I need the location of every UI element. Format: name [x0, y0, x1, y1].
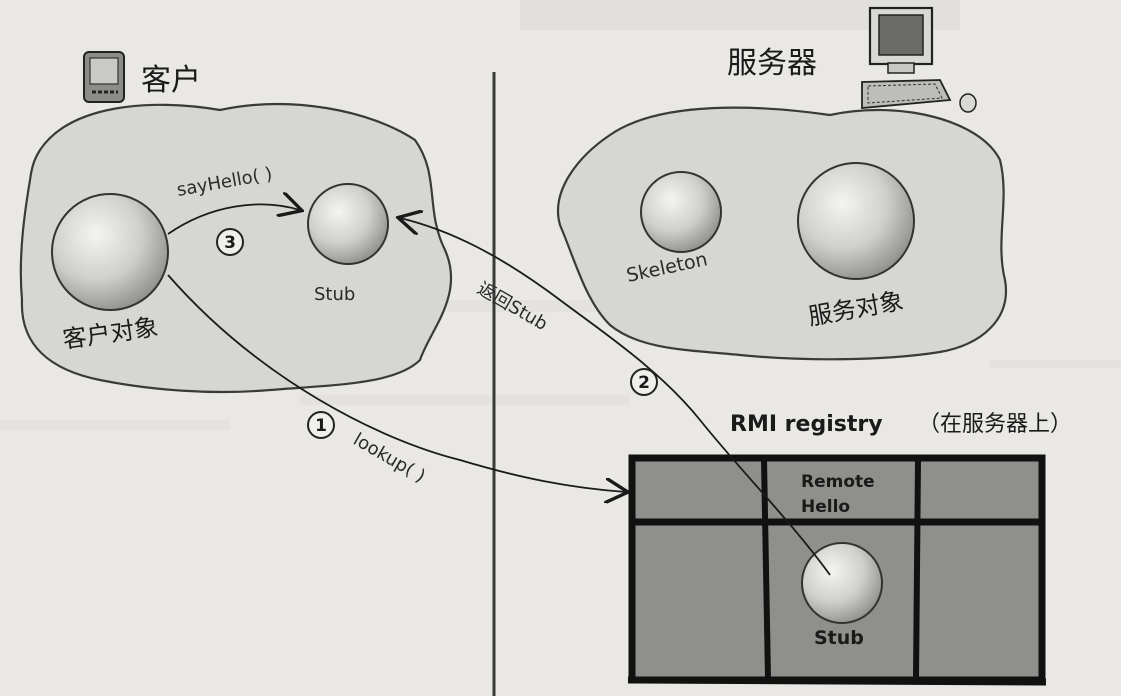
- step-3-badge: 3: [216, 228, 244, 256]
- return-stub-arrow: [400, 218, 831, 576]
- step-2-badge: 2: [630, 368, 658, 396]
- client-stub-label: Stub: [314, 284, 355, 305]
- computer-icon: [861, 6, 977, 113]
- step-1-badge: 1: [307, 411, 335, 439]
- registry-note: （在服务器上）: [918, 412, 1072, 437]
- registry-entry-name-line1: Remote: [801, 472, 875, 492]
- client-title: 客户: [141, 63, 201, 98]
- service-object-ball: [797, 162, 915, 280]
- sayhello-arrow: [167, 204, 300, 235]
- server-cloud: [557, 106, 1008, 361]
- svg-text:2: 2: [638, 373, 650, 393]
- client-object-ball: [51, 193, 169, 311]
- svg-text:3: 3: [224, 233, 236, 253]
- registry-title: RMI registry: [730, 412, 883, 437]
- lookup-arrow: [167, 274, 626, 492]
- registry-stub-label: Stub: [814, 627, 864, 649]
- lookup-label: lookup( ): [350, 429, 429, 487]
- pda-icon: [83, 51, 125, 103]
- client-stub-ball: [307, 183, 389, 265]
- svg-text:1: 1: [315, 416, 327, 436]
- skeleton-ball: [640, 171, 722, 253]
- server-title: 服务器: [727, 46, 817, 81]
- registry-entry-name-line2: Hello: [801, 497, 850, 517]
- registry-table: [627, 454, 1047, 686]
